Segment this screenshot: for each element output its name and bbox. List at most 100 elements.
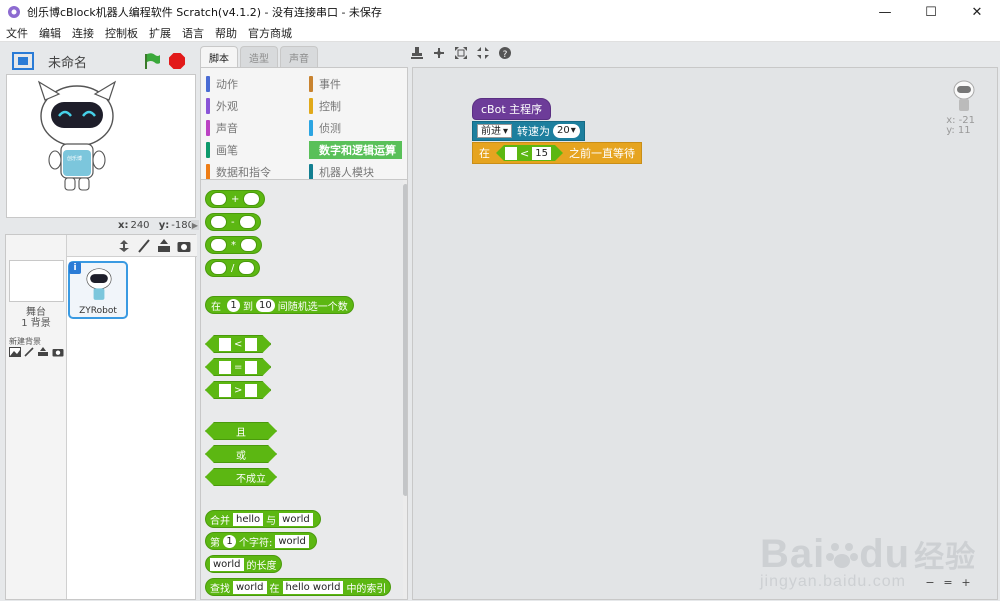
operand-slot[interactable]	[245, 361, 257, 374]
random-block[interactable]: 在 1 到 10 间随机选一个数	[205, 296, 354, 314]
motor-speed-block[interactable]: 前进 转速为 20	[472, 121, 585, 141]
tab-costumes[interactable]: 造型	[240, 46, 278, 67]
maximize-button[interactable]: ☐	[925, 4, 937, 20]
join-a-slot[interactable]: hello	[233, 512, 264, 526]
find-needle-slot[interactable]: world	[233, 580, 267, 594]
less-than-block[interactable]: <	[205, 335, 271, 353]
add-block[interactable]: +	[205, 190, 266, 208]
sprite-thumbnail[interactable]: i ZYRobot	[68, 261, 128, 319]
menu-file[interactable]: 文件	[6, 26, 28, 40]
minimize-button[interactable]: —	[878, 4, 892, 20]
or-block[interactable]: 或	[205, 445, 277, 463]
project-name[interactable]: 未命名	[48, 55, 88, 71]
tab-sounds[interactable]: 声音	[280, 46, 318, 67]
random-from-slot[interactable]: 1	[227, 298, 240, 312]
greater-than-block[interactable]: >	[205, 381, 271, 399]
menu-board[interactable]: 控制板	[105, 26, 138, 40]
category-operators[interactable]: 数字和逻辑运算	[309, 141, 402, 159]
palette-scrollbar[interactable]	[403, 180, 407, 599]
category-pen[interactable]: 画笔	[206, 141, 238, 159]
block-text: 的长度	[246, 560, 277, 572]
category-sensing[interactable]: 侦测	[309, 119, 341, 137]
stop-icon[interactable]	[168, 52, 186, 70]
operand-slot[interactable]	[245, 338, 257, 351]
sprite-library-icon[interactable]	[117, 239, 131, 253]
upload-backdrop-icon[interactable]	[37, 347, 49, 357]
shrink-tool-icon[interactable]	[476, 46, 490, 60]
green-flag-icon[interactable]	[143, 52, 161, 70]
letter-index-slot[interactable]: 1	[223, 534, 236, 548]
menu-shop[interactable]: 官方商城	[248, 26, 292, 40]
help-tool-icon[interactable]: ?	[498, 46, 512, 60]
category-data[interactable]: 数据和指令	[206, 163, 271, 181]
zoom-in-button[interactable]: +	[961, 575, 971, 589]
paint-sprite-icon[interactable]	[137, 238, 151, 253]
multiply-block[interactable]: *	[205, 236, 262, 254]
delete-tool-icon[interactable]	[432, 46, 446, 60]
menu-extensions[interactable]: 扩展	[149, 26, 171, 40]
camera-backdrop-icon[interactable]	[52, 347, 64, 357]
find-haystack-slot[interactable]: hello world	[282, 580, 344, 594]
join-b-slot[interactable]: world	[279, 512, 313, 526]
operand-slot[interactable]	[219, 338, 231, 351]
letter-string-slot[interactable]: world	[275, 534, 309, 548]
condition-right-slot[interactable]: 15	[532, 147, 551, 160]
zoom-out-button[interactable]: −	[925, 575, 935, 589]
equals-block[interactable]: =	[205, 358, 271, 376]
direction-dropdown[interactable]: 前进	[477, 124, 513, 138]
category-looks[interactable]: 外观	[206, 97, 238, 115]
operand-slot[interactable]	[238, 261, 256, 275]
sprite-info-icon[interactable]: i	[69, 262, 81, 274]
upload-sprite-icon[interactable]	[157, 238, 171, 253]
category-events[interactable]: 事件	[309, 75, 341, 93]
operand-slot[interactable]	[240, 238, 257, 252]
operand-slot[interactable]	[219, 361, 231, 374]
stamp-tool-icon[interactable]	[410, 46, 424, 60]
menu-connect[interactable]: 连接	[72, 26, 94, 40]
cbot-main-hat-block[interactable]: cBot 主程序	[472, 98, 552, 120]
fullscreen-icon[interactable]	[12, 52, 34, 70]
operand-slot[interactable]	[245, 384, 257, 397]
scripts-area[interactable]: cBot 主程序 前进 转速为 20 在 < 15 之前一直等待 x: -21 …	[412, 67, 998, 600]
zoom-reset-button[interactable]: =	[943, 575, 953, 589]
menu-edit[interactable]: 编辑	[39, 26, 61, 40]
stage-canvas[interactable]: 创乐博	[6, 74, 196, 218]
length-string-slot[interactable]: world	[210, 557, 244, 571]
category-sound[interactable]: 声音	[206, 119, 238, 137]
grow-tool-icon[interactable]	[454, 46, 468, 60]
category-control[interactable]: 控制	[309, 97, 341, 115]
divide-block[interactable]: /	[205, 259, 261, 277]
operand-slot[interactable]	[210, 192, 227, 206]
speed-dropdown[interactable]: 20	[553, 124, 580, 138]
menu-language[interactable]: 语言	[182, 26, 204, 40]
operand-slot[interactable]	[210, 238, 227, 252]
close-button[interactable]: ✕	[971, 4, 983, 20]
operand-slot[interactable]	[238, 215, 256, 229]
menu-help[interactable]: 帮助	[215, 26, 237, 40]
tab-scripts[interactable]: 脚本	[200, 46, 238, 67]
collapse-stage-icon[interactable]: ▶	[191, 220, 199, 230]
category-motion[interactable]: 动作	[206, 75, 238, 93]
not-block[interactable]: 不成立	[205, 468, 277, 486]
operand-slot[interactable]	[243, 192, 261, 206]
subtract-block[interactable]: -	[205, 213, 261, 231]
paint-backdrop-icon[interactable]	[24, 347, 34, 357]
y-label: y:	[158, 220, 170, 231]
operand-slot[interactable]	[210, 261, 227, 275]
category-robot[interactable]: 机器人模块	[309, 163, 374, 181]
condition-less-than[interactable]: < 15	[496, 145, 563, 161]
operand-slot[interactable]	[210, 215, 227, 229]
stage-thumbnail[interactable]	[9, 260, 64, 302]
backdrop-library-icon[interactable]	[9, 347, 21, 357]
camera-sprite-icon[interactable]	[177, 239, 191, 253]
palette-scroll-thumb[interactable]	[403, 184, 407, 496]
condition-left-slot[interactable]	[505, 147, 517, 160]
operand-slot[interactable]	[219, 384, 231, 397]
wait-until-block[interactable]: 在 < 15 之前一直等待	[472, 142, 642, 164]
and-block[interactable]: 且	[205, 422, 277, 440]
random-to-slot[interactable]: 10	[256, 298, 275, 312]
